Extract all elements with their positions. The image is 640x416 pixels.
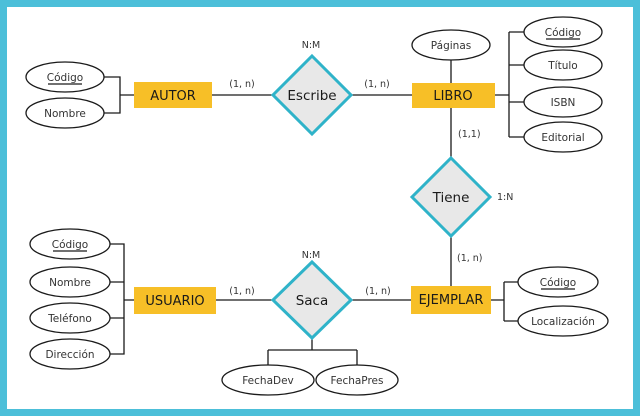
- attr-libro-codigo-label: Código: [545, 27, 581, 39]
- attr-usuario-nombre: Nombre: [29, 266, 111, 298]
- relationship-escribe-label: Escribe: [287, 88, 336, 104]
- cardinality-saca-ejemplar: (1, n): [365, 286, 391, 297]
- relationship-saca-label: Saca: [296, 293, 329, 309]
- entity-usuario: USUARIO: [134, 287, 216, 314]
- entity-usuario-label: USUARIO: [145, 294, 204, 309]
- entity-ejemplar-label: EJEMPLAR: [419, 293, 484, 308]
- cardinality-tiene-ejemplar: (1, n): [457, 253, 483, 264]
- attr-ejemplar-codigo-label: Código: [540, 277, 576, 289]
- autor-attribute-bracket: [104, 76, 134, 114]
- attr-saca-fechadev: FechaDev: [221, 364, 315, 396]
- relationship-saca-type: N:M: [302, 250, 321, 261]
- attr-usuario-codigo-label: Código: [52, 239, 88, 251]
- attr-libro-codigo: Código: [523, 16, 603, 48]
- relationship-tiene-type: 1:N: [497, 192, 513, 203]
- attr-libro-paginas: Páginas: [411, 29, 491, 61]
- attr-saca-fechapres-label: FechaPres: [331, 375, 384, 387]
- attr-usuario-telefono-label: Teléfono: [47, 313, 92, 325]
- entity-libro: LIBRO: [412, 83, 495, 108]
- attr-autor-codigo: Código: [25, 61, 105, 93]
- attr-ejemplar-codigo: Código: [517, 266, 599, 298]
- entity-libro-label: LIBRO: [433, 89, 472, 104]
- attr-saca-fechadev-label: FechaDev: [242, 375, 294, 387]
- attr-usuario-telefono: Teléfono: [29, 302, 111, 334]
- usuario-attribute-bracket: [110, 243, 134, 355]
- attr-usuario-nombre-label: Nombre: [49, 277, 91, 289]
- attr-saca-fechapres: FechaPres: [315, 364, 399, 396]
- cardinality-autor-escribe: (1, n): [229, 79, 255, 90]
- attr-libro-editorial: Editorial: [523, 121, 603, 153]
- cardinality-usuario-saca: (1, n): [229, 286, 255, 297]
- attr-libro-titulo-label: Título: [547, 60, 577, 72]
- attr-libro-isbn: ISBN: [523, 86, 603, 118]
- attr-usuario-codigo: Código: [29, 228, 111, 260]
- cardinality-libro-tiene: (1,1): [458, 129, 481, 140]
- entity-autor: AUTOR: [134, 82, 212, 108]
- attr-autor-nombre: Nombre: [25, 97, 105, 129]
- attr-libro-editorial-label: Editorial: [541, 132, 584, 144]
- attr-usuario-direccion: Dirección: [29, 338, 111, 370]
- relationship-escribe-type: N:M: [302, 40, 321, 51]
- relationship-escribe: Escribe: [270, 53, 354, 137]
- attr-libro-isbn-label: ISBN: [551, 97, 576, 109]
- attr-autor-codigo-label: Código: [47, 72, 83, 84]
- attr-libro-titulo: Título: [523, 49, 603, 81]
- cardinality-escribe-libro: (1, n): [364, 79, 390, 90]
- relationship-tiene: Tiene: [409, 155, 493, 239]
- libro-attribute-bracket: [495, 31, 524, 138]
- attr-usuario-direccion-label: Dirección: [45, 349, 94, 361]
- saca-attribute-bracket: [267, 336, 358, 366]
- attr-ejemplar-localizacion: Localización: [517, 305, 609, 337]
- attr-ejemplar-localizacion-label: Localización: [531, 316, 595, 328]
- attr-autor-nombre-label: Nombre: [44, 108, 86, 120]
- relationship-tiene-label: Tiene: [432, 190, 470, 206]
- entity-autor-label: AUTOR: [150, 89, 196, 104]
- relationship-saca: Saca: [270, 259, 354, 341]
- entity-ejemplar: EJEMPLAR: [411, 286, 491, 314]
- attr-libro-paginas-label: Páginas: [431, 40, 471, 52]
- ejemplar-attribute-bracket: [491, 281, 518, 322]
- connector-lines: [104, 31, 524, 366]
